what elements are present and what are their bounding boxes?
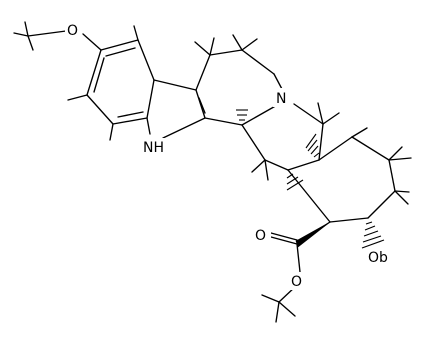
amine-nitrogen-label: N [276, 91, 286, 107]
wedge-bond-ester [295, 221, 331, 248]
hashed-bond-2 [305, 133, 320, 158]
carbonyl-oxygen-label: O [255, 228, 266, 244]
hashed-bond-1 [236, 109, 248, 121]
atom-labels: O NH N O O Ob [65, 21, 396, 290]
methoxy-oxygen-label: O [67, 23, 78, 39]
hydroxyl-oxygen-label: Ob [368, 250, 388, 266]
bond-lines [13, 21, 412, 323]
hashed-bond-oh [361, 221, 385, 249]
indole-nh-label: NH [143, 140, 164, 156]
hashed-bond-3 [286, 173, 304, 191]
stereo-bonds [236, 109, 385, 249]
ester-oxygen-label: O [291, 274, 302, 290]
